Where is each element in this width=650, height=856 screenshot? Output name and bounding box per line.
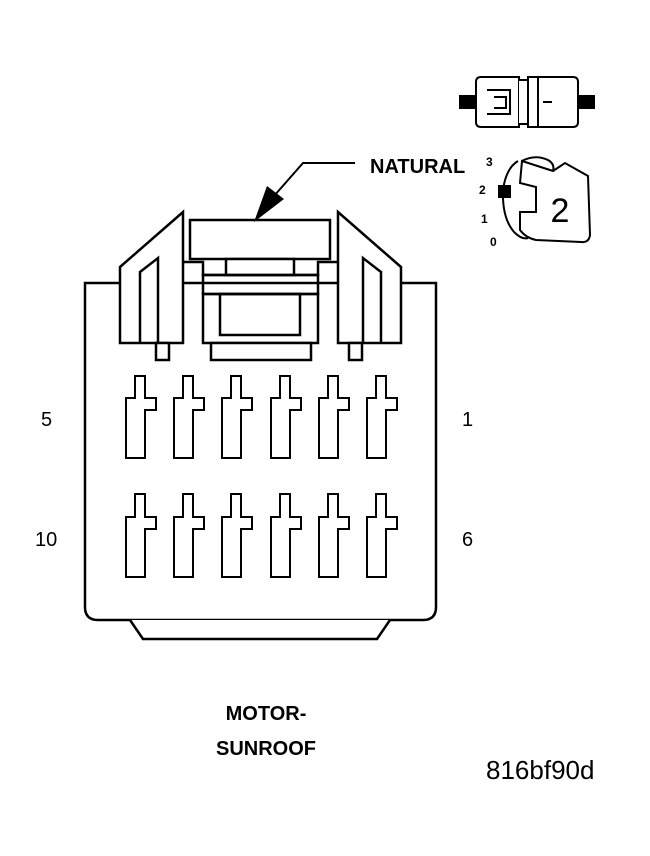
- terminal-row-bottom: [125, 493, 398, 578]
- pin-number-label: 10: [35, 529, 57, 551]
- terminal-cavity: [173, 493, 205, 578]
- terminal-cavity: [125, 493, 157, 578]
- connector-title-line1: MOTOR-: [226, 703, 307, 725]
- terminal-cavity: [270, 493, 302, 578]
- right-latch: [336, 209, 403, 362]
- terminal-row-top: [125, 375, 398, 459]
- side-view-icon: [459, 76, 595, 128]
- pin-number-label: 6: [462, 529, 473, 551]
- terminal-cavity: [221, 375, 253, 459]
- connector-foot: [128, 619, 392, 641]
- left-latch: [118, 209, 185, 362]
- terminal-cavity: [125, 375, 157, 459]
- connector-body: [83, 281, 438, 622]
- terminal-cavity: [366, 375, 398, 459]
- key-position-label: 3: [486, 155, 493, 169]
- key-number: 2: [551, 192, 570, 230]
- key-position-marker: [498, 185, 511, 198]
- terminal-cavity: [366, 493, 398, 578]
- pin-number-label: 5: [41, 409, 52, 431]
- terminal-cavity: [270, 375, 302, 459]
- terminal-cavity: [318, 375, 350, 459]
- connector-title-line2: SUNROOF: [216, 738, 316, 760]
- terminal-cavity: [173, 375, 205, 459]
- natural-leader-arrow: [254, 162, 355, 222]
- color-label: NATURAL: [370, 156, 465, 178]
- reference-id: 816bf90d: [486, 755, 594, 785]
- key-position-label: 2: [479, 183, 486, 197]
- center-lock: [182, 218, 338, 362]
- key-position-icon: [498, 156, 592, 244]
- key-position-label: 1: [481, 212, 488, 226]
- terminal-cavity: [318, 493, 350, 578]
- key-position-label: 0: [490, 235, 497, 249]
- pin-number-label: 1: [462, 409, 473, 431]
- terminal-cavity: [221, 493, 253, 578]
